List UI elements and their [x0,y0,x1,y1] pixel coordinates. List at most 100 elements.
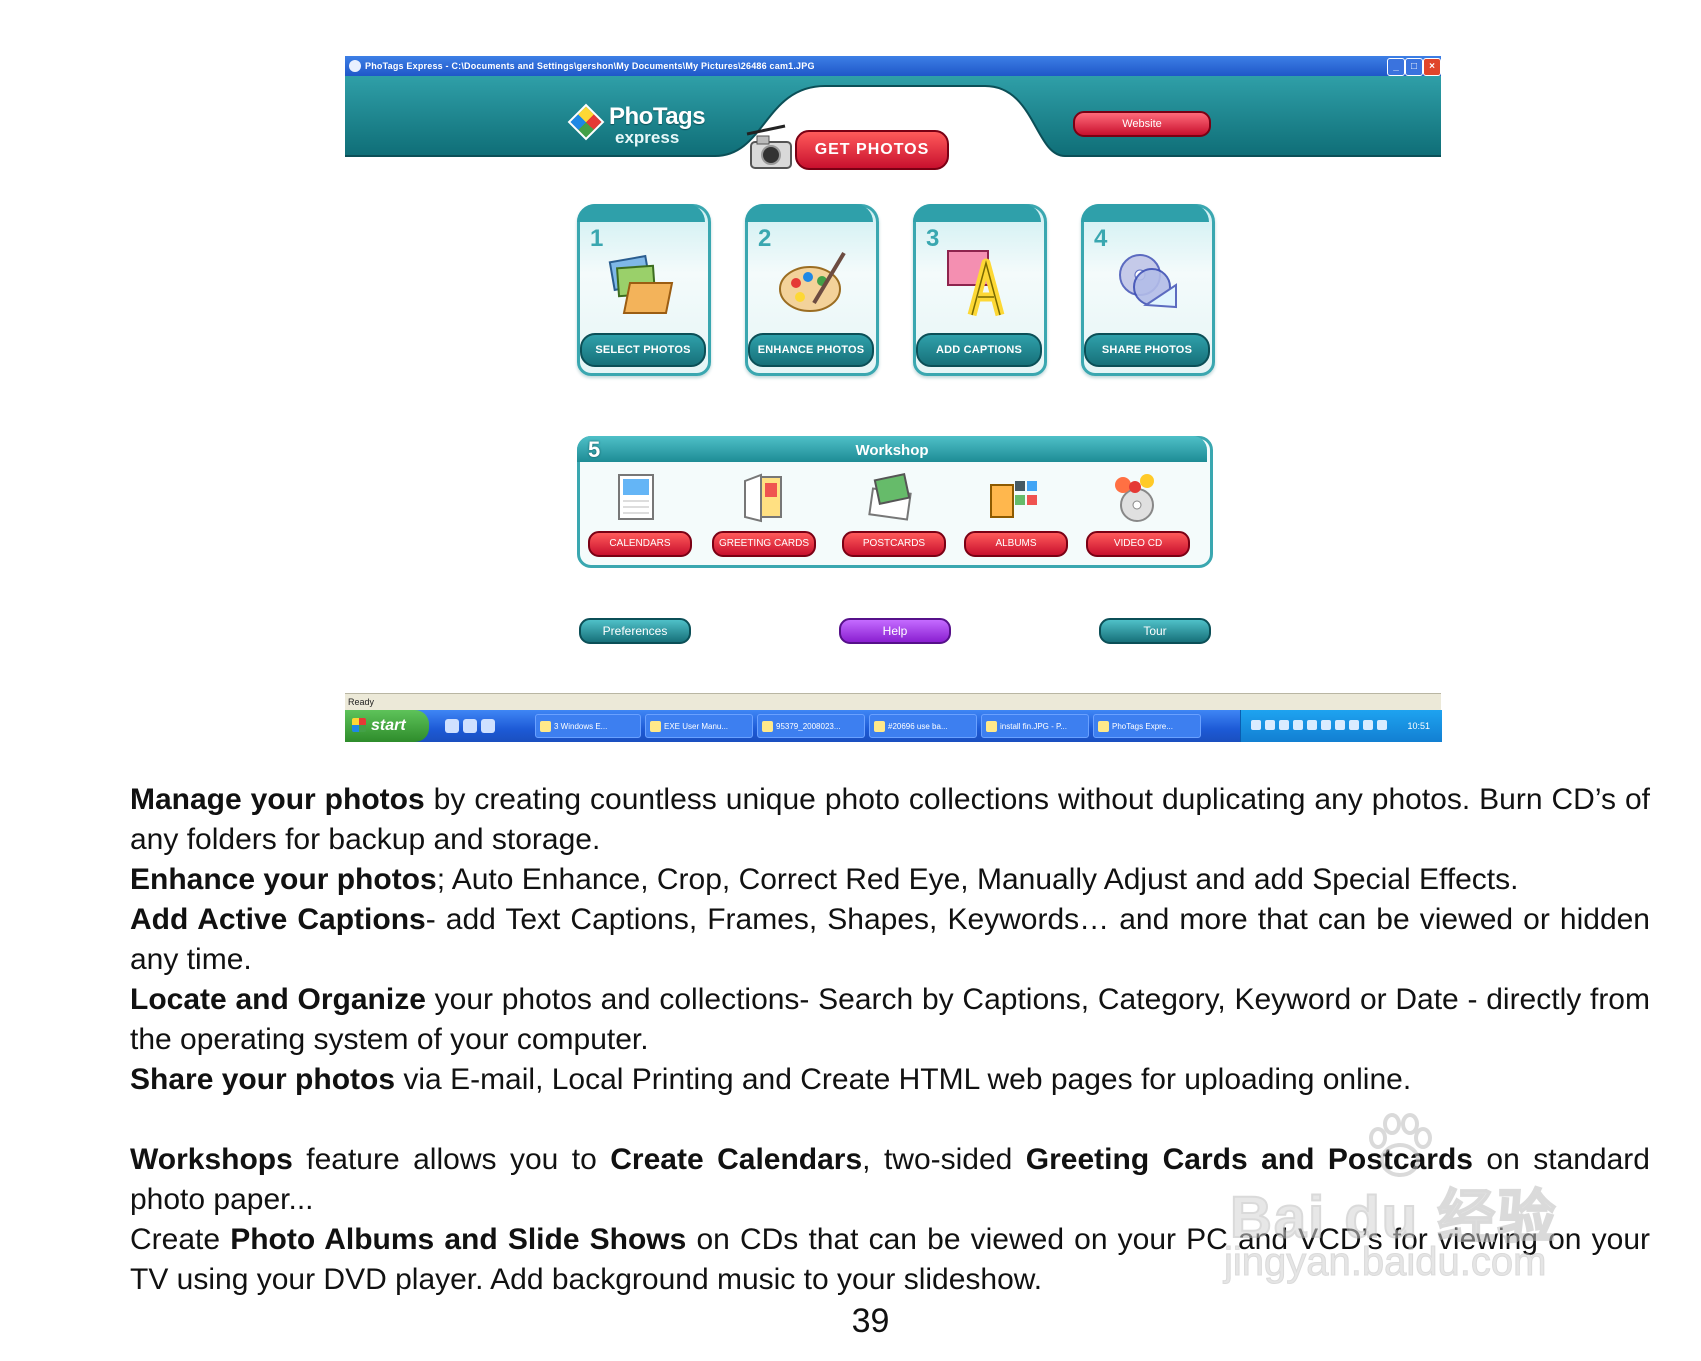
workshop-item-postcards[interactable]: POSTCARDS [838,469,946,559]
step-tab [1081,204,1209,222]
greeting-cards-button[interactable]: GREETING CARDS [712,531,816,557]
step-select-photos[interactable]: 1 SELECT PHOTOS [577,204,711,376]
tray-icon[interactable] [1251,720,1261,730]
website-button[interactable]: Website [1073,111,1211,137]
taskbar-item[interactable]: EXE User Manu... [645,714,753,738]
logo-name: PhoTags [609,103,706,130]
app-header: PhoTags express GET PHOTOS Website [345,76,1441,194]
caption-letter-icon [947,250,1005,317]
bold-phrase: Greeting Cards and Postcards [1025,1143,1473,1176]
workshop-panel: 5 Workshop CALENDARS GREETING CARDS PO [577,436,1213,568]
bold-phrase: Workshops [130,1143,293,1176]
taskbar-item[interactable]: install fin.JPG - P... [981,714,1089,738]
disc-share-icon [1119,254,1177,309]
windows-taskbar: start 3 Windows E... EXE User Manu... 95… [345,710,1442,742]
body-text: feature allows you to [292,1143,611,1176]
body-text: on standard photo paper... [130,1143,1650,1216]
get-photos-control[interactable]: GET PHOTOS [745,124,949,176]
postcards-button[interactable]: POSTCARDS [842,531,946,557]
enhance-photos-button[interactable]: ENHANCE PHOTOS [748,333,874,367]
step-number: 2 [758,225,772,252]
tray-icon[interactable] [1349,720,1359,730]
camera-icon [746,124,792,169]
postcard-icon [868,472,912,521]
title-bar[interactable]: PhoTags Express - C:\Documents and Setti… [345,56,1441,76]
body-text: Create [130,1223,231,1256]
workshop-title: Workshop [855,442,929,459]
taskbar-item[interactable]: PhoTags Expre... [1093,714,1201,738]
tray-icon[interactable] [1377,720,1387,730]
get-photos-button[interactable]: GET PHOTOS [795,130,949,170]
taskbar-item[interactable]: #20696 use ba... [869,714,977,738]
maximize-button[interactable]: □ [1405,58,1423,76]
step-enhance-photos[interactable]: 2 ENHANCE PHOTOS [745,204,879,376]
quicklaunch-icon[interactable] [481,719,495,733]
manual-text: Manage your photos by creating countless… [130,780,1650,1300]
bold-phrase: Create Calendars [610,1143,863,1176]
step-add-captions[interactable]: 3 ADD CAPTIONS [913,204,1047,376]
video-cd-icon [1115,474,1154,522]
step-number: 3 [926,225,940,252]
minimize-button[interactable]: _ [1387,58,1405,76]
tour-button[interactable]: Tour [1099,618,1211,644]
paragraph-locate: Locate and Organize your photos and coll… [130,980,1650,1060]
paragraph-share: Share your photos via E-mail, Local Prin… [130,1060,1650,1100]
help-button[interactable]: Help [839,618,951,644]
taskbar-item[interactable]: 3 Windows E... [535,714,641,738]
tray-icon[interactable] [1265,720,1275,730]
start-label: start [371,717,406,734]
preferences-button[interactable]: Preferences [579,618,691,644]
watermark-url: jingyan.baidu.com [1223,1240,1547,1285]
photags-window: PhoTags Express - C:\Documents and Setti… [345,56,1442,742]
workshop-item-video-cd[interactable]: VIDEO CD [1082,469,1190,559]
watermark-brand: Bai du 经验 [1229,1184,1558,1251]
tray-icon[interactable] [1279,720,1289,730]
body-text: - add Text Captions, Frames, Shapes, Key… [130,903,1650,976]
tray-icon[interactable] [1321,720,1331,730]
paw-icon [1369,1113,1432,1177]
bold-phrase: Share your photos [130,1063,396,1096]
album-icon [990,481,1037,518]
tray-icon[interactable] [1335,720,1345,730]
bold-phrase: Add Active Captions [130,903,426,936]
quicklaunch-icon[interactable] [445,719,459,733]
tray-icon[interactable] [1293,720,1303,730]
status-text: Ready [348,697,375,707]
share-photos-button[interactable]: SHARE PHOTOS [1084,333,1210,367]
bold-phrase: Photo Albums and Slide Shows [230,1223,687,1256]
close-button[interactable]: × [1423,58,1441,76]
app-icon [349,60,361,72]
page-number: 39 [851,1302,890,1340]
taskbar-item[interactable]: 95379_2008023... [757,714,865,738]
step-number: 1 [590,225,604,252]
calendars-button[interactable]: CALENDARS [588,531,692,557]
workshop-item-albums[interactable]: ALBUMS [960,469,1068,559]
albums-button[interactable]: ALBUMS [964,531,1068,557]
select-photos-button[interactable]: SELECT PHOTOS [580,333,706,367]
system-tray: 10:51 [1240,710,1442,742]
paragraph-enhance: Enhance your photos; Auto Enhance, Crop,… [130,860,1650,900]
taskbar-clock: 10:51 [1407,721,1430,731]
paragraph-manage: Manage your photos by creating countless… [130,780,1650,860]
folder-photos-icon [608,254,674,314]
palette-icon [779,251,846,312]
body-text: your photos and collections- Search by C… [130,983,1650,1056]
tray-icon[interactable] [1307,720,1317,730]
logo-subtitle: express [615,128,680,147]
body-text: on CDs that can be viewed on your PC and… [130,1223,1650,1296]
workshop-number: 5 [588,437,601,462]
workshop-item-greeting-cards[interactable]: GREETING CARDS [708,469,816,559]
greeting-card-icon [744,473,782,523]
paragraph-workshops: Workshops feature allows you to Create C… [130,1140,1650,1220]
body-text: , two-sided [862,1143,1026,1176]
quicklaunch-icon[interactable] [463,719,477,733]
window-title: PhoTags Express - C:\Documents and Setti… [365,61,815,71]
step-tab [745,204,873,222]
workshop-item-calendars[interactable]: CALENDARS [584,469,692,559]
start-button[interactable]: start [345,710,429,742]
video-cd-button[interactable]: VIDEO CD [1086,531,1190,557]
step-share-photos[interactable]: 4 SHARE PHOTOS [1081,204,1215,376]
tray-icon[interactable] [1363,720,1373,730]
status-bar: Ready [345,693,1441,711]
add-captions-button[interactable]: ADD CAPTIONS [916,333,1042,367]
